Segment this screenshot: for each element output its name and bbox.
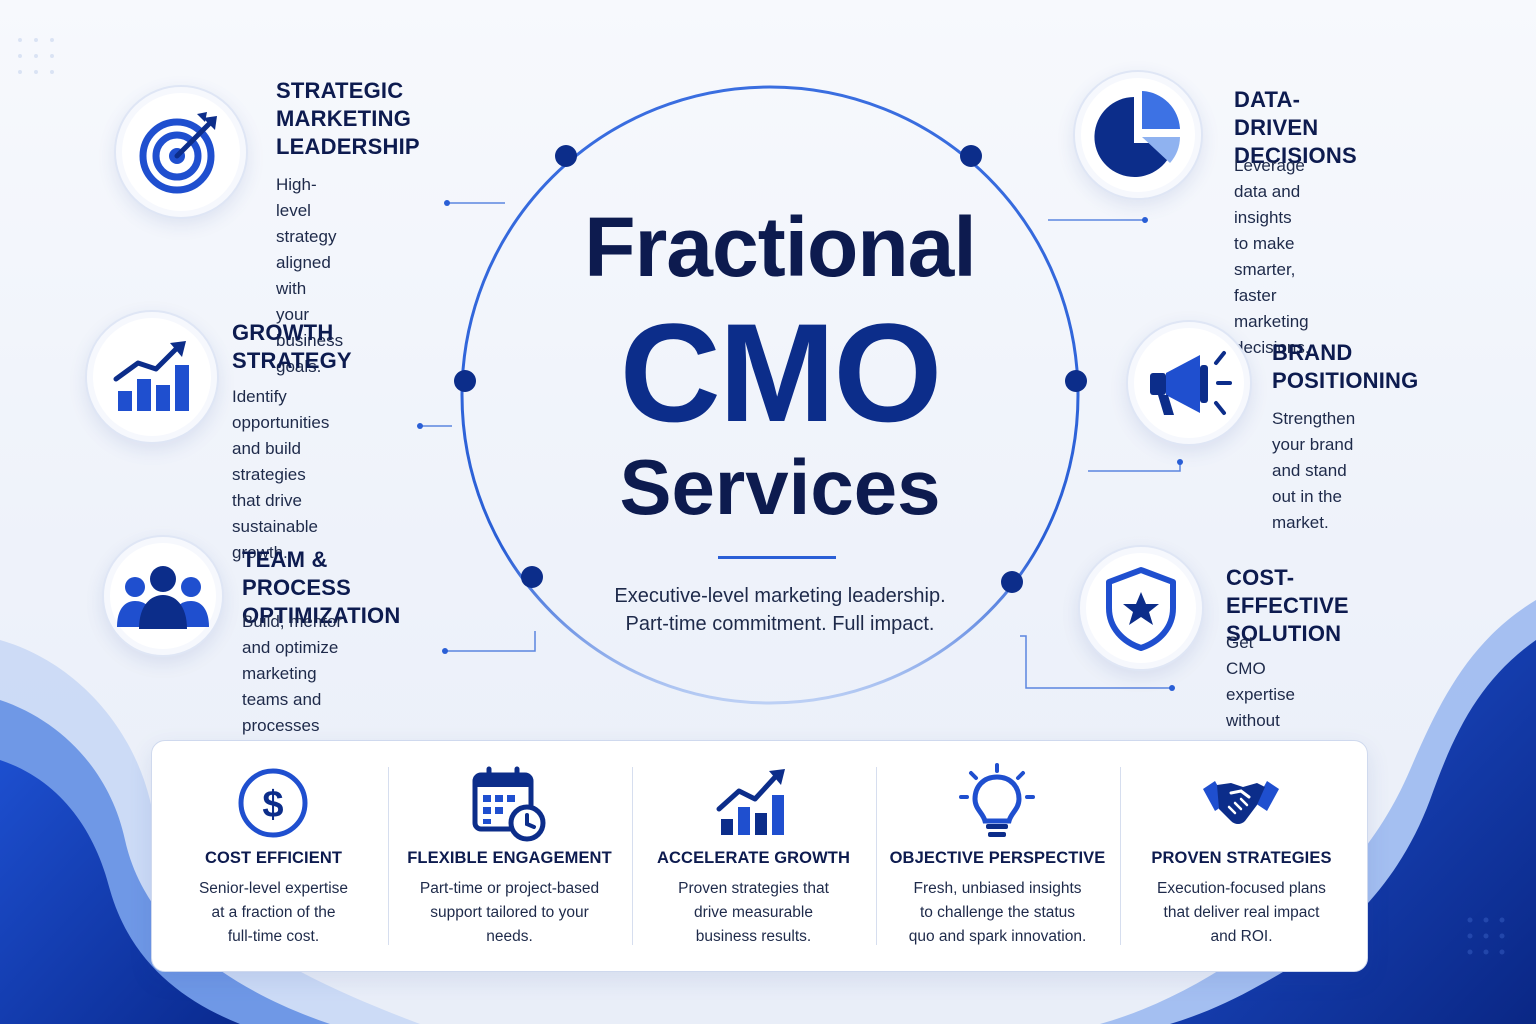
benefit-description: Execution-focused plans that deliver rea… xyxy=(1157,880,1326,945)
title-fractional: Fractional xyxy=(584,200,976,294)
megaphone-icon xyxy=(1126,320,1252,446)
dollar-icon: $ xyxy=(238,768,308,838)
team-icon xyxy=(102,535,224,657)
divider xyxy=(876,767,877,945)
feature-title: BRAND POSITIONING xyxy=(1272,340,1419,393)
shield-star-icon xyxy=(1078,545,1204,671)
benefit-card-proven-strategies: PROVEN STRATEGIES Execution-focused plan… xyxy=(1120,741,1363,971)
benefit-description: Senior-level expertise at a fraction of … xyxy=(198,880,349,945)
title-cmo: CMO xyxy=(619,294,943,451)
benefit-description: Fresh, unbiased insights to challenge th… xyxy=(908,880,1087,945)
divider xyxy=(632,767,633,945)
benefit-card-objective-perspective: OBJECTIVE PERSPECTIVE Fresh, unbiased in… xyxy=(876,741,1119,971)
benefit-description: Part-time or project-based support tailo… xyxy=(419,880,600,945)
feature-description: High-level strategy aligned with your bu… xyxy=(276,175,344,376)
pie-chart-icon xyxy=(1073,70,1203,200)
feature-title: STRATEGIC MARKETING LEADERSHIP xyxy=(276,78,420,159)
target-icon xyxy=(114,85,248,219)
tagline: Executive-level marketing leadership. Pa… xyxy=(614,585,946,635)
growth-chart-icon xyxy=(85,310,219,444)
benefit-title: PROVEN STRATEGIES xyxy=(1151,849,1332,867)
bar-growth-icon xyxy=(716,769,785,835)
feature-title: DATA-DRIVEN DECISIONS xyxy=(1234,87,1357,168)
lightbulb-icon xyxy=(959,763,1035,837)
feature-description: Strengthen your brand and stand out in t… xyxy=(1272,409,1356,532)
benefit-title: FLEXIBLE ENGAGEMENT xyxy=(407,849,612,867)
divider xyxy=(1120,767,1121,945)
ring-nodes xyxy=(454,145,1087,593)
feature-title: TEAM & PROCESS OPTIMIZATION xyxy=(242,547,401,628)
benefit-card-cost-efficient: $ COST EFFICIENT Senior-level expertise … xyxy=(152,741,395,971)
title-underline xyxy=(718,556,836,559)
benefit-title: OBJECTIVE PERSPECTIVE xyxy=(889,849,1106,867)
benefit-description: Proven strategies that drive measurable … xyxy=(678,880,829,945)
divider xyxy=(388,767,389,945)
benefit-card-flexible-engagement: FLEXIBLE ENGAGEMENT Part-time or project… xyxy=(388,741,631,971)
center-ring xyxy=(460,85,1080,705)
title-services: Services xyxy=(619,443,941,531)
benefit-card-accelerate-growth: ACCELERATE GROWTH Proven strategies that… xyxy=(632,741,875,971)
handshake-icon xyxy=(1203,781,1279,824)
benefits-panel: $ COST EFFICIENT Senior-level expertise … xyxy=(151,740,1368,972)
svg-text:$: $ xyxy=(262,784,283,826)
feature-title: COST-EFFECTIVE SOLUTION xyxy=(1226,565,1349,646)
benefit-title: ACCELERATE GROWTH xyxy=(657,849,850,867)
feature-title: GROWTH STRATEGY xyxy=(232,320,352,373)
benefit-title: COST EFFICIENT xyxy=(204,849,343,867)
feature-description: Identify opportunities and build strateg… xyxy=(232,387,330,562)
calendar-clock-icon xyxy=(472,766,546,842)
feature-description: Leverage data and insights to make smart… xyxy=(1234,156,1310,357)
